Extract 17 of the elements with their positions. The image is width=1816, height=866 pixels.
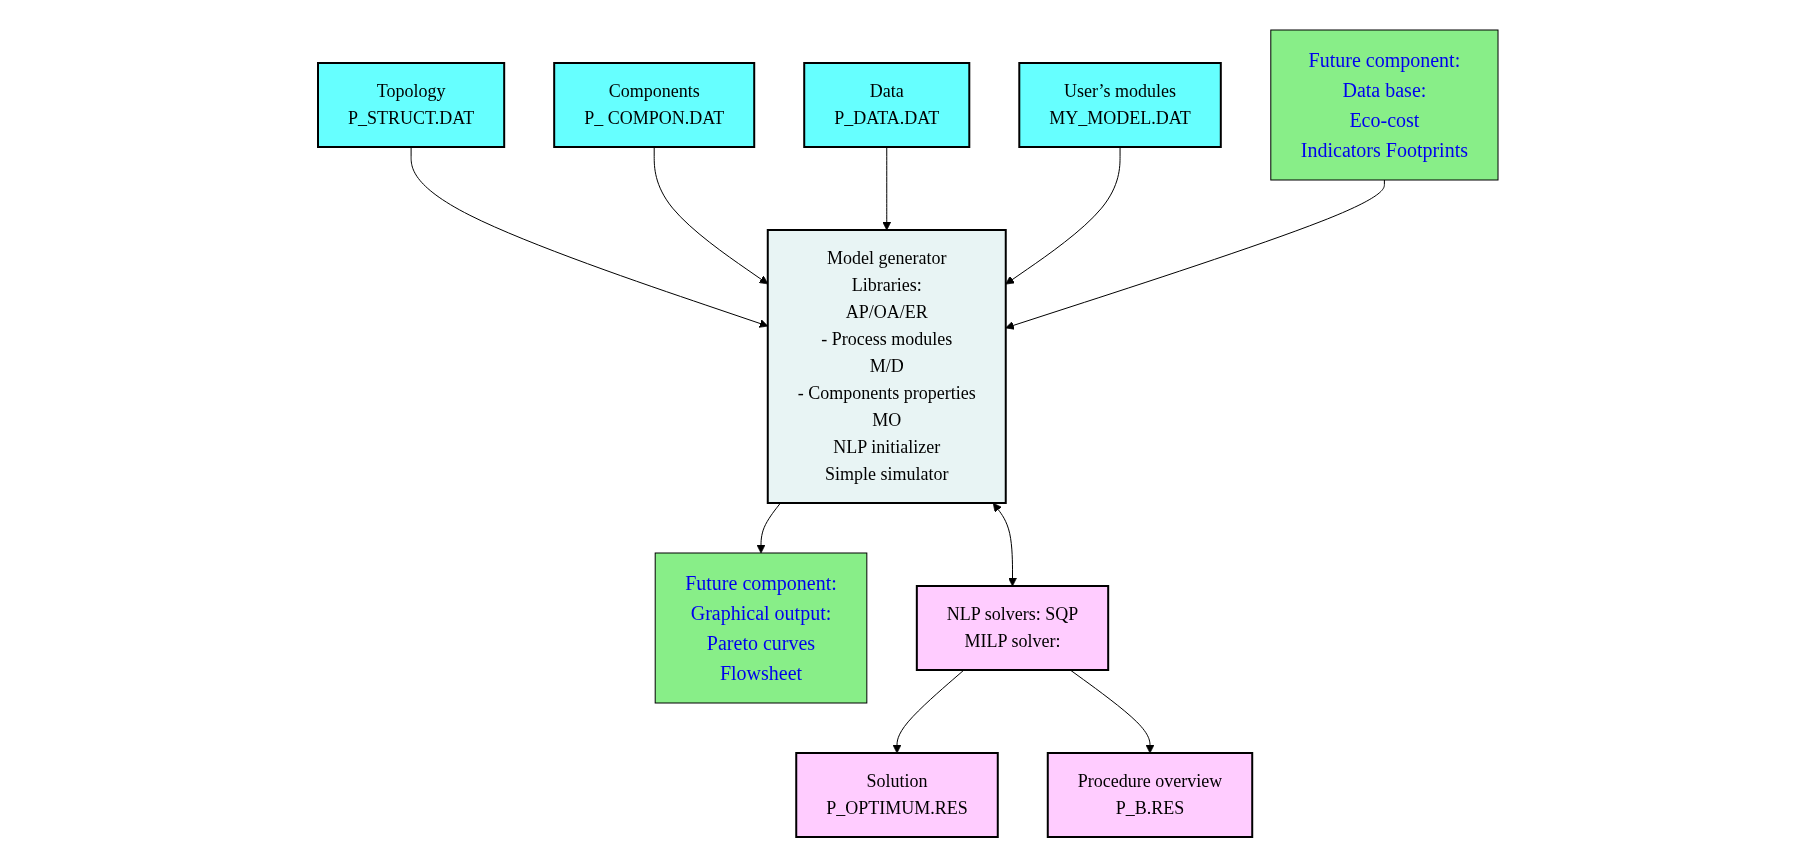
node-box: Future component: Graphical output: Pareto curves Flowsheet	[654, 552, 868, 703]
node-box: Solution P_OPTIMUM.RES	[795, 751, 999, 838]
arrow	[1005, 179, 1385, 330]
arrow	[1069, 669, 1155, 753]
node-box: Procedure overview P_B.RES	[1046, 751, 1254, 838]
node-box: NLP solvers: SQP MILP solver:	[915, 584, 1110, 671]
arrow	[756, 502, 781, 553]
node-box: Model generator Libraries: AP/OA/ER - Process modules M/D - Components properties MO NLP initializer Simple simulator	[766, 228, 1007, 504]
arrow	[1005, 146, 1121, 284]
arrow	[892, 669, 965, 753]
node-box: Topology P_STRUCT.DAT	[317, 61, 506, 148]
node-box: User’s modules MY_MODEL.DAT	[1018, 61, 1222, 148]
arrow	[882, 146, 892, 230]
node-box: Data P_DATA.DAT	[803, 61, 971, 148]
arrow	[992, 502, 1017, 586]
node-box: Future component: Data base: Eco-cost Indicators Footprints	[1270, 29, 1499, 180]
node-box: Components P_ COMPON.DAT	[553, 61, 756, 148]
